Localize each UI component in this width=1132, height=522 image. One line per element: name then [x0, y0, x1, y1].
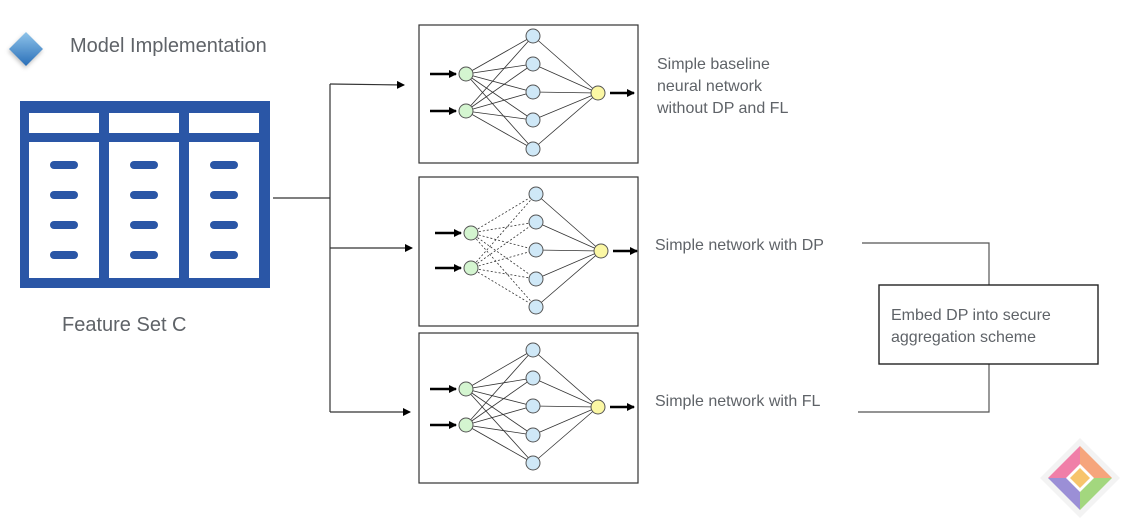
network-edge [465, 377, 534, 390]
network-edge [465, 349, 534, 426]
network-edge [470, 267, 537, 280]
neural-networks [430, 28, 638, 471]
network-edge [470, 232, 537, 251]
network-edge [535, 193, 602, 252]
hidden-node [525, 84, 541, 100]
page-title: Model Implementation [70, 35, 267, 57]
colorful-diamond-logo [1040, 438, 1120, 518]
hidden-node [528, 214, 544, 230]
network-edge [465, 35, 534, 75]
network-edge [465, 63, 534, 75]
input-node [463, 260, 479, 276]
network-edge [535, 250, 602, 280]
caption-baseline-line1: Simple baseline [657, 56, 770, 73]
network-edge [465, 91, 534, 112]
network-edge [535, 250, 602, 308]
network-edge [465, 73, 534, 150]
network-edge [470, 232, 537, 308]
network-edge [532, 35, 599, 94]
network-edge [465, 349, 534, 390]
hidden-node [528, 186, 544, 202]
input-node [458, 103, 474, 119]
hidden-node [525, 398, 541, 414]
network-edge [470, 249, 537, 269]
network-edge [465, 388, 534, 407]
caption-baseline-line2: neural network [657, 78, 763, 95]
network-edge [470, 193, 537, 234]
output-node [590, 399, 606, 415]
network-edge [532, 92, 599, 121]
embed-box-line1: Embed DP into secure [891, 307, 1051, 324]
network-edge [470, 221, 537, 234]
network-edge [532, 406, 599, 436]
hidden-node [525, 112, 541, 128]
caption-fl: Simple network with FL [655, 393, 820, 410]
network-edge [535, 221, 602, 252]
caption-baseline-line3: without DP and FL [656, 100, 788, 117]
hidden-node [528, 271, 544, 287]
network-edge [465, 73, 534, 121]
embed-box [878, 284, 1099, 365]
hidden-node [525, 141, 541, 157]
title-diamond-icon [9, 32, 43, 66]
network-edge [465, 424, 534, 436]
network-edge [532, 349, 599, 408]
hidden-node [525, 28, 541, 44]
network-edge [465, 110, 534, 150]
branch-connector [273, 80, 413, 416]
network-edge [465, 388, 534, 464]
network-edge [465, 63, 534, 112]
caption-dp: Simple network with DP [655, 237, 824, 254]
network-edge [465, 405, 534, 426]
network-edge [465, 35, 534, 112]
network-edge [465, 73, 534, 93]
network-edge [470, 221, 537, 269]
network-edge [532, 92, 599, 150]
network-edge [532, 406, 599, 464]
network-edge [532, 63, 599, 94]
network-edge [535, 249, 602, 252]
hidden-node [525, 455, 541, 471]
hidden-node [525, 56, 541, 72]
hidden-node [525, 342, 541, 358]
network-edge [465, 424, 534, 464]
table-icon [20, 101, 270, 288]
network-edge [532, 405, 599, 408]
hidden-node [528, 299, 544, 315]
output-node [590, 85, 606, 101]
input-node [458, 381, 474, 397]
network-edge [470, 267, 537, 308]
hidden-node [525, 427, 541, 443]
hidden-node [525, 370, 541, 386]
network-edge [465, 377, 534, 426]
input-node [458, 417, 474, 433]
feature-set-label: Feature Set C [62, 314, 187, 336]
output-node [593, 243, 609, 259]
network-edge [532, 91, 599, 94]
network-edge [532, 377, 599, 408]
embed-box-line2: aggregation scheme [891, 329, 1036, 346]
network-edge [465, 388, 534, 436]
embed-bracket [858, 242, 990, 413]
input-node [458, 66, 474, 82]
network-edge [465, 110, 534, 121]
network-edge [470, 232, 537, 280]
input-node [463, 225, 479, 241]
hidden-node [528, 242, 544, 258]
network-edge [470, 193, 537, 269]
